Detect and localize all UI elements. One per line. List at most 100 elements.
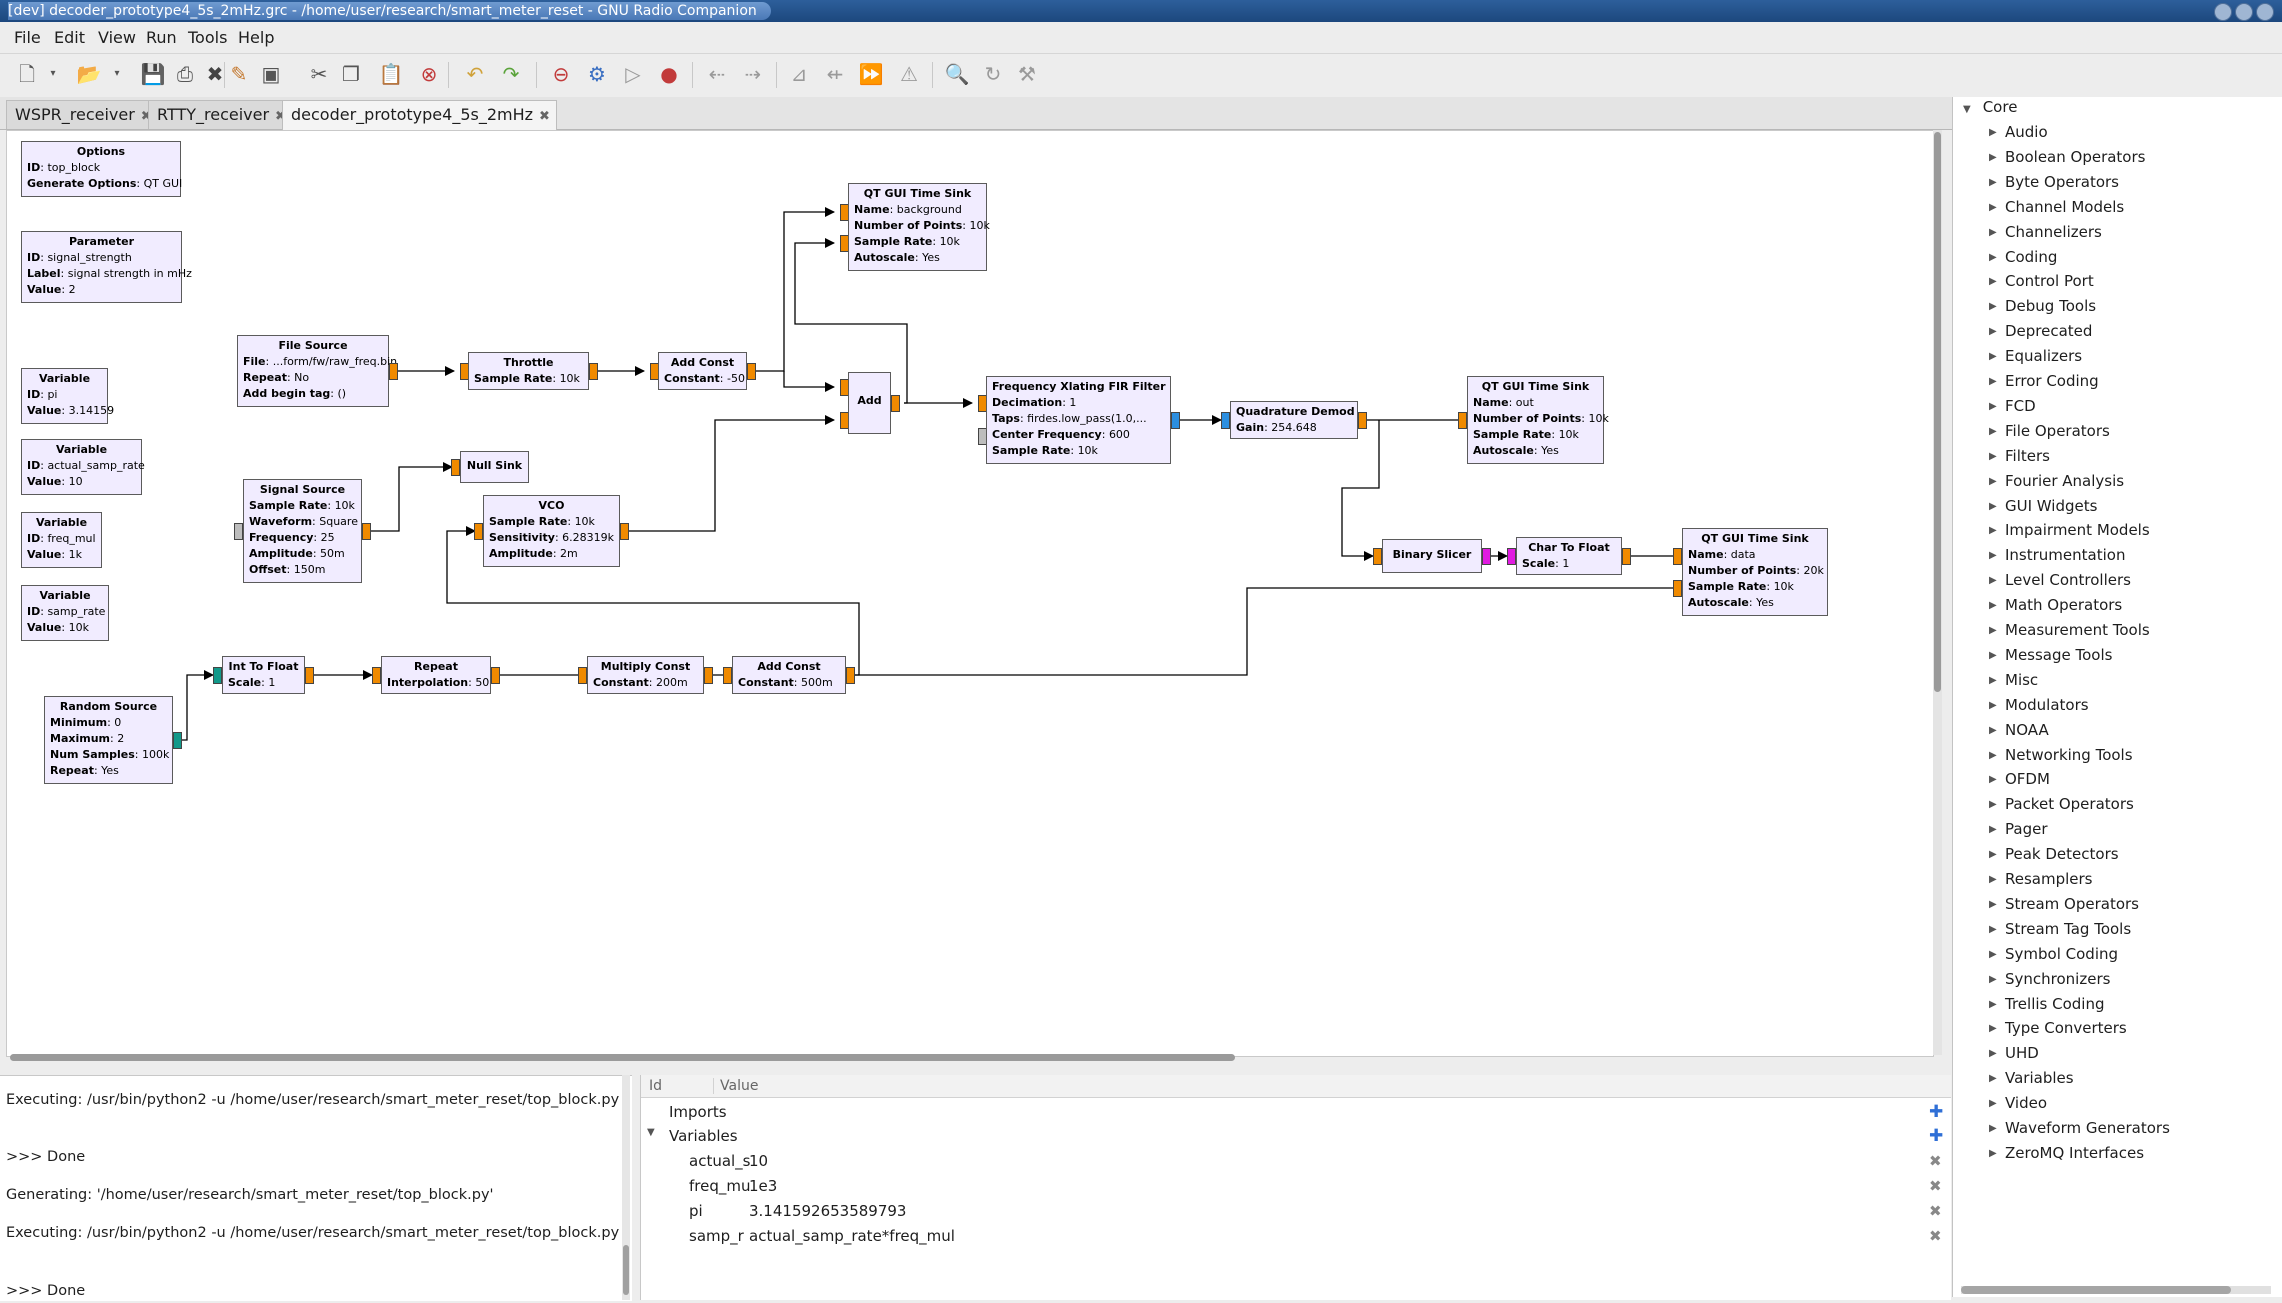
expand-arrow-icon[interactable]: ▶ (1989, 749, 1997, 761)
maximize-icon[interactable] (2235, 3, 2253, 21)
port-in[interactable] (1673, 580, 1682, 597)
expand-arrow-icon[interactable]: ▶ (1989, 1048, 1997, 1060)
tree-item[interactable]: Modulators (2005, 695, 2089, 714)
port-in[interactable] (723, 667, 732, 684)
tree-item[interactable]: Misc (2005, 670, 2039, 689)
tree-item[interactable]: FCD (2005, 396, 2036, 415)
tree-item[interactable]: Peak Detectors (2005, 845, 2119, 864)
tree-item[interactable]: Packet Operators (2005, 795, 2134, 814)
expand-arrow-icon[interactable]: ▶ (1989, 201, 1997, 213)
expand-arrow-icon[interactable]: ▶ (1989, 400, 1997, 412)
tree-item[interactable]: Symbol Coding (2005, 944, 2119, 963)
expand-arrow-icon[interactable]: ▶ (1989, 575, 1997, 587)
delete-icon[interactable]: ⊗ (420, 62, 438, 86)
expand-arrow-icon[interactable]: ▶ (1989, 351, 1997, 363)
menu-view[interactable]: View (98, 28, 136, 47)
port-in-message[interactable] (234, 523, 243, 540)
close-tab-icon[interactable]: ✖ (140, 109, 152, 124)
port-out[interactable] (362, 523, 371, 540)
variable-value[interactable]: 1e3 (749, 1177, 778, 1195)
tree-item[interactable]: Type Converters (2005, 1019, 2127, 1038)
scrollbar-thumb[interactable] (1961, 1286, 2231, 1294)
expand-arrow-icon[interactable]: ▶ (1989, 376, 1997, 387)
properties-icon[interactable]: ✎ (230, 62, 248, 86)
refresh-icon[interactable]: ↻ (984, 62, 1002, 86)
expand-arrow-icon[interactable]: ▶ (1989, 525, 1997, 537)
expand-arrow-icon[interactable]: ▶ (1989, 176, 1997, 188)
port-in[interactable] (372, 667, 381, 684)
expand-arrow-icon[interactable]: ▶ (1989, 1147, 1997, 1159)
variable-id[interactable]: samp_r (689, 1227, 744, 1245)
expand-arrow-icon[interactable]: ▶ (1989, 276, 1997, 288)
tree-item[interactable]: Impairment Models (2005, 521, 2150, 540)
expand-arrow-icon[interactable]: ▶ (1989, 151, 1997, 163)
block-variable-pi[interactable]: Variable ID: pi Value: 3.14159 (21, 368, 114, 424)
variable-id[interactable]: freq_mu (689, 1177, 751, 1195)
remove-variable-icon[interactable]: ✖ (1929, 1152, 1942, 1170)
block-random-source[interactable]: Random Source Minimum: 0 Maximum: 2 Num … (44, 696, 173, 784)
tree-item[interactable]: Channel Models (2005, 197, 2125, 216)
scrollbar-thumb[interactable] (10, 1054, 1235, 1061)
port-in[interactable] (1673, 548, 1682, 565)
console-scrollbar[interactable] (622, 1075, 630, 1300)
block-signal-source[interactable]: Signal Source Sample Rate: 10k Waveform:… (243, 479, 362, 583)
tree-item[interactable]: Coding (2005, 247, 2058, 266)
expand-arrow-icon[interactable]: ▶ (1989, 1073, 1997, 1085)
tree-item[interactable]: Debug Tools (2005, 297, 2097, 316)
expand-arrow-icon[interactable]: ▶ (1989, 301, 1997, 313)
dropdown-icon[interactable]: ▾ (50, 68, 56, 79)
expand-arrow-icon[interactable]: ▶ (1989, 127, 1997, 138)
block-parameter[interactable]: Parameter ID: signal_strength Label: sig… (21, 231, 192, 303)
port-out-int[interactable] (173, 732, 182, 749)
expand-arrow-icon[interactable]: ▶ (1989, 973, 1997, 985)
rotate-left-icon[interactable]: ⇠ (708, 62, 726, 86)
port-out[interactable] (704, 667, 713, 684)
tree-item[interactable]: NOAA (2005, 720, 2049, 739)
flowgraph-canvas[interactable]: Options ID: top_block Generate Options: … (6, 130, 1934, 1057)
variable-id[interactable]: pi (689, 1202, 703, 1220)
remove-variable-icon[interactable]: ✖ (1929, 1202, 1942, 1220)
block-variable-samp-rate[interactable]: Variable ID: samp_rate Value: 10k (21, 585, 109, 641)
tree-item[interactable]: Math Operators (2005, 596, 2123, 615)
variable-value[interactable]: actual_samp_rate*freq_mul (749, 1227, 955, 1245)
expand-arrow-icon[interactable]: ▶ (1989, 923, 1997, 935)
library-horizontal-scrollbar[interactable] (1961, 1286, 2271, 1294)
port-out-byte[interactable] (1482, 548, 1491, 565)
expand-arrow-icon[interactable]: ▶ (1989, 1123, 1997, 1134)
block-add[interactable]: Add (848, 372, 891, 434)
port-in-complex[interactable] (1221, 412, 1230, 429)
port-out[interactable] (389, 363, 398, 380)
tree-item[interactable]: Stream Operators (2005, 894, 2139, 913)
bypass-icon[interactable]: ⊿ (790, 62, 808, 86)
add-variable-icon[interactable]: ✚ (1929, 1126, 1944, 1146)
find-icon[interactable]: 🔍 (944, 62, 970, 86)
port-out[interactable] (620, 523, 629, 540)
port-out[interactable] (589, 363, 598, 380)
tree-item[interactable]: Video (2005, 1094, 2048, 1113)
tree-item[interactable]: Deprecated (2005, 322, 2093, 341)
tree-item[interactable]: Filters (2005, 446, 2050, 465)
expand-arrow-icon[interactable]: ▶ (1989, 326, 1997, 338)
tree-item[interactable]: Audio (2005, 123, 2048, 141)
close-window-icon[interactable] (2256, 3, 2274, 21)
port-out-complex[interactable] (1171, 412, 1180, 429)
column-id[interactable]: Id (649, 1078, 663, 1094)
variables-row[interactable]: Variables (669, 1127, 738, 1145)
expand-arrow-icon[interactable]: ▶ (1989, 948, 1997, 960)
tree-item[interactable]: Synchronizers (2005, 969, 2111, 988)
expand-arrow-icon[interactable]: ▶ (1989, 500, 1997, 512)
tree-item[interactable]: OFDM (2005, 770, 2050, 789)
close-tab-icon[interactable]: ✖ (275, 109, 286, 124)
tab-rtty-receiver[interactable]: RTTY_receiver✖ (148, 100, 293, 129)
remove-variable-icon[interactable]: ✖ (1929, 1227, 1942, 1245)
tree-item[interactable]: Error Coding (2005, 372, 2099, 390)
expand-arrow-icon[interactable]: ▶ (1989, 849, 1997, 861)
close-icon[interactable]: ✖ (206, 62, 224, 86)
menu-run[interactable]: Run (146, 28, 177, 47)
undo-icon[interactable]: ↶ (466, 62, 484, 86)
add-import-icon[interactable]: ✚ (1929, 1102, 1944, 1122)
tree-item[interactable]: Level Controllers (2005, 571, 2131, 590)
tab-wspr-receiver[interactable]: WSPR_receiver✖ (6, 100, 159, 129)
menu-file[interactable]: File (14, 28, 41, 47)
block-file-source[interactable]: File Source File: ...form/fw/raw_freq.bi… (237, 335, 397, 407)
